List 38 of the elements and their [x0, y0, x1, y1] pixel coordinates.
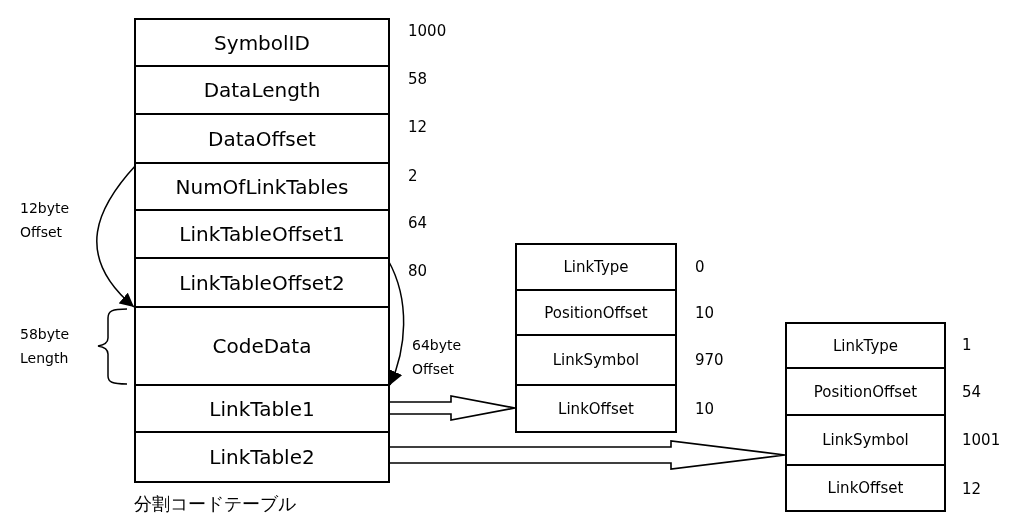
value-label: 80 [408, 262, 428, 280]
table-cell: LinkSymbol [787, 416, 944, 466]
brace-label: 58byte Length [20, 325, 71, 368]
table-cell: LinkType [787, 324, 944, 369]
value-label: 10 [695, 303, 715, 322]
table-cell: LinkTableOffset1 [136, 211, 388, 259]
table-cell: LinkOffset [787, 466, 944, 512]
table-cell: PositionOffset [517, 291, 675, 336]
block-arrow [387, 395, 516, 421]
table-cell: PositionOffset [787, 369, 944, 416]
value-label: 58 [408, 70, 428, 88]
value-label: 1001 [962, 431, 1001, 449]
table-cell: DataLength [136, 67, 388, 115]
table-cell: LinkType [517, 245, 675, 291]
value-label: 970 [695, 351, 724, 369]
table-cell: SymbolID [136, 20, 388, 67]
table-cell: CodeData [136, 308, 388, 386]
value-label: 0 [695, 257, 705, 276]
value-label: 10 [695, 400, 715, 418]
table-cell: DataOffset [136, 115, 388, 164]
table-cell: NumOfLinkTables [136, 164, 388, 211]
block-arrow [387, 440, 786, 470]
table-frame [515, 243, 677, 433]
value-label: 1 [962, 336, 972, 354]
table-cell: LinkOffset [517, 386, 675, 433]
table-cell: LinkTableOffset2 [136, 259, 388, 308]
value-label: 12 [962, 479, 982, 498]
table-frame [785, 322, 946, 512]
value-label: 64 [408, 214, 428, 232]
table-frame [134, 18, 390, 483]
table-cell: LinkTable1 [136, 386, 388, 433]
value-label: 2 [408, 167, 418, 185]
table-cell: LinkTable2 [136, 433, 388, 483]
caption: 分割コードテーブル [134, 492, 296, 516]
value-label: 54 [962, 382, 982, 401]
value-label: 1000 [408, 22, 447, 40]
table-cell: LinkSymbol [517, 336, 675, 386]
value-label: 12 [408, 118, 428, 136]
